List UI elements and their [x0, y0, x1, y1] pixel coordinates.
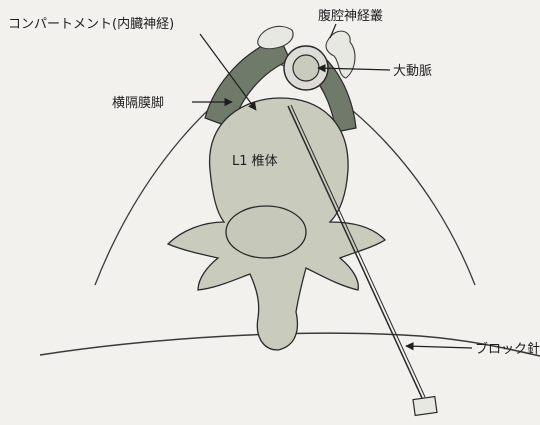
- label-block-needle: ブロック針: [475, 341, 540, 357]
- label-compartment: コンパートメント(内臓神経): [8, 16, 174, 32]
- block-needle-hub: [413, 397, 437, 416]
- label-vertebra: L1 椎体: [232, 154, 278, 169]
- celiac-plexus-shape-left: [258, 26, 293, 48]
- label-diaphragm-crus: 横隔膜脚: [112, 95, 164, 111]
- spinal-canal: [226, 206, 306, 258]
- label-aorta: 大動脈: [393, 64, 432, 79]
- aorta-inner: [293, 55, 319, 81]
- label-celiac-plexus: 腹腔神経叢: [318, 8, 383, 24]
- leader-block-needle: [406, 346, 472, 348]
